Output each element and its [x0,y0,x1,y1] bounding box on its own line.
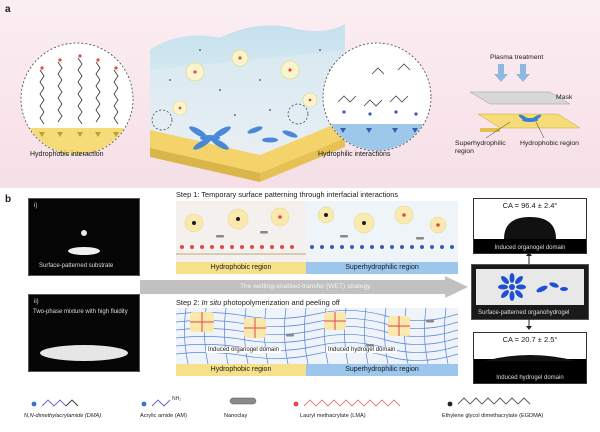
hydrophilic-magnified-view [322,42,432,152]
legend-lma: Lauryl methacrylate (LMA) [300,413,366,419]
photo-ii-label: ii) [34,299,39,305]
wet-strategy-arrow [140,276,468,298]
am-icon: NH₂ [141,396,181,407]
contact-angle-hydrogel-value-bg [474,333,586,359]
hydrophobic-magnified-view [20,42,134,156]
nanoclay-icon [229,397,257,405]
step2-superhydrophilic-region-bar: Superhydrophilic region [306,364,458,376]
legend-dma: N,N-dimethylacrylamide (DMA) [24,413,102,419]
droplet-on-substrate [68,230,100,255]
wet-strategy-label: The wetting-enabled-transfer (WET) strat… [240,283,371,290]
contact-angle-hydrogel-value: CA = 20.7 ± 2.5° [502,335,558,344]
plasma-treatment-label: Plasma treatment [490,54,544,61]
panel-b-letter: b [5,194,12,205]
step2-title-suffix: photopolymerization and peeling off [221,298,340,307]
step2-organogel-domain-label: Induced organogel domain [206,347,282,353]
hydrogel-droplet [484,355,576,361]
photo-surface-patterned-substrate: i) Surface-patterned substrate [28,198,140,276]
contact-angle-organogel-value-bg [474,199,586,213]
lma-icon [293,399,401,407]
superhydrophilic-region-label: Superhydrophilic region [455,140,506,155]
mask-label: Mask [556,94,573,101]
hydrophobic-interaction-label: Hydrophobic interaction [30,151,104,158]
step2-title-prefix: Step 2: [176,298,202,307]
step2-network-illustration [176,308,458,364]
photo-i-label: i) [34,203,38,209]
step1-hydrophobic-region-bar: Hydrophobic region [176,262,306,274]
contact-angle-hydrogel-caption: Induced hydrogel domain [496,375,564,381]
legend-egdma: Ethylene glycol dimethacrylate (EGDMA) [442,413,544,419]
legend-nanoclay: Nanoclay [224,413,248,419]
photo-surface-patterned-organohydrogel: Surface-patterned organohydrogel [471,264,589,320]
step1-superhydrophilic-region-bar: Superhydrophilic region [306,262,458,274]
legend-am: Acrylic amide (AM) [140,413,187,419]
contact-angle-organogel-panel: CA = 96.4 ± 2.4° Induced organogel domai… [473,198,587,254]
step1-illustration [176,201,458,263]
svg-text:NH₂: NH₂ [172,396,181,402]
contact-angle-organogel-value: CA = 96.4 ± 2.4° [502,201,558,210]
arrow-down-to-hydrogel [526,318,532,330]
organogel-droplet [474,213,586,239]
step1-title: Step 1: Temporary surface patterning thr… [176,190,399,199]
puddle-on-substrate [40,345,128,361]
dma-icon [31,399,79,407]
hydrophobic-region-label: Hydrophobic region [520,140,579,147]
step2-title-italic: In situ [201,298,222,307]
organohydrogel-caption: Surface-patterned organohydrogel [478,310,570,316]
contact-angle-organogel-caption: Induced organogel domain [494,245,566,251]
hydrophilic-interactions-label: Hydrophilic interactions [318,151,391,158]
hydrogel-block-illustration [150,24,345,182]
organohydrogel-pattern [476,269,584,305]
contact-angle-hydrogel-panel: CA = 20.7 ± 2.5° Induced hydrogel domain [473,332,587,384]
photo-two-phase-mixture: ii) Two-phase mixture with high fluidity [28,294,140,372]
photo-i-caption: Surface-patterned substrate [39,263,114,269]
step2-hydrogel-domain-label: Induced hydrogel domain [326,347,398,353]
plasma-treatment-diagram [469,64,581,139]
legend: N,N-dimethylacrylamide (DMA) NH₂ Acrylic… [0,386,600,432]
panel-a-letter: a [5,4,11,15]
egdma-icon [447,397,531,407]
photo-ii-caption: Two-phase mixture with high fluidity [33,309,128,315]
arrow-up-to-organogel [526,252,532,264]
step2-title: Step 2: In situ photopolymerization and … [176,298,340,307]
step2-hydrophobic-region-bar: Hydrophobic region [176,364,306,376]
